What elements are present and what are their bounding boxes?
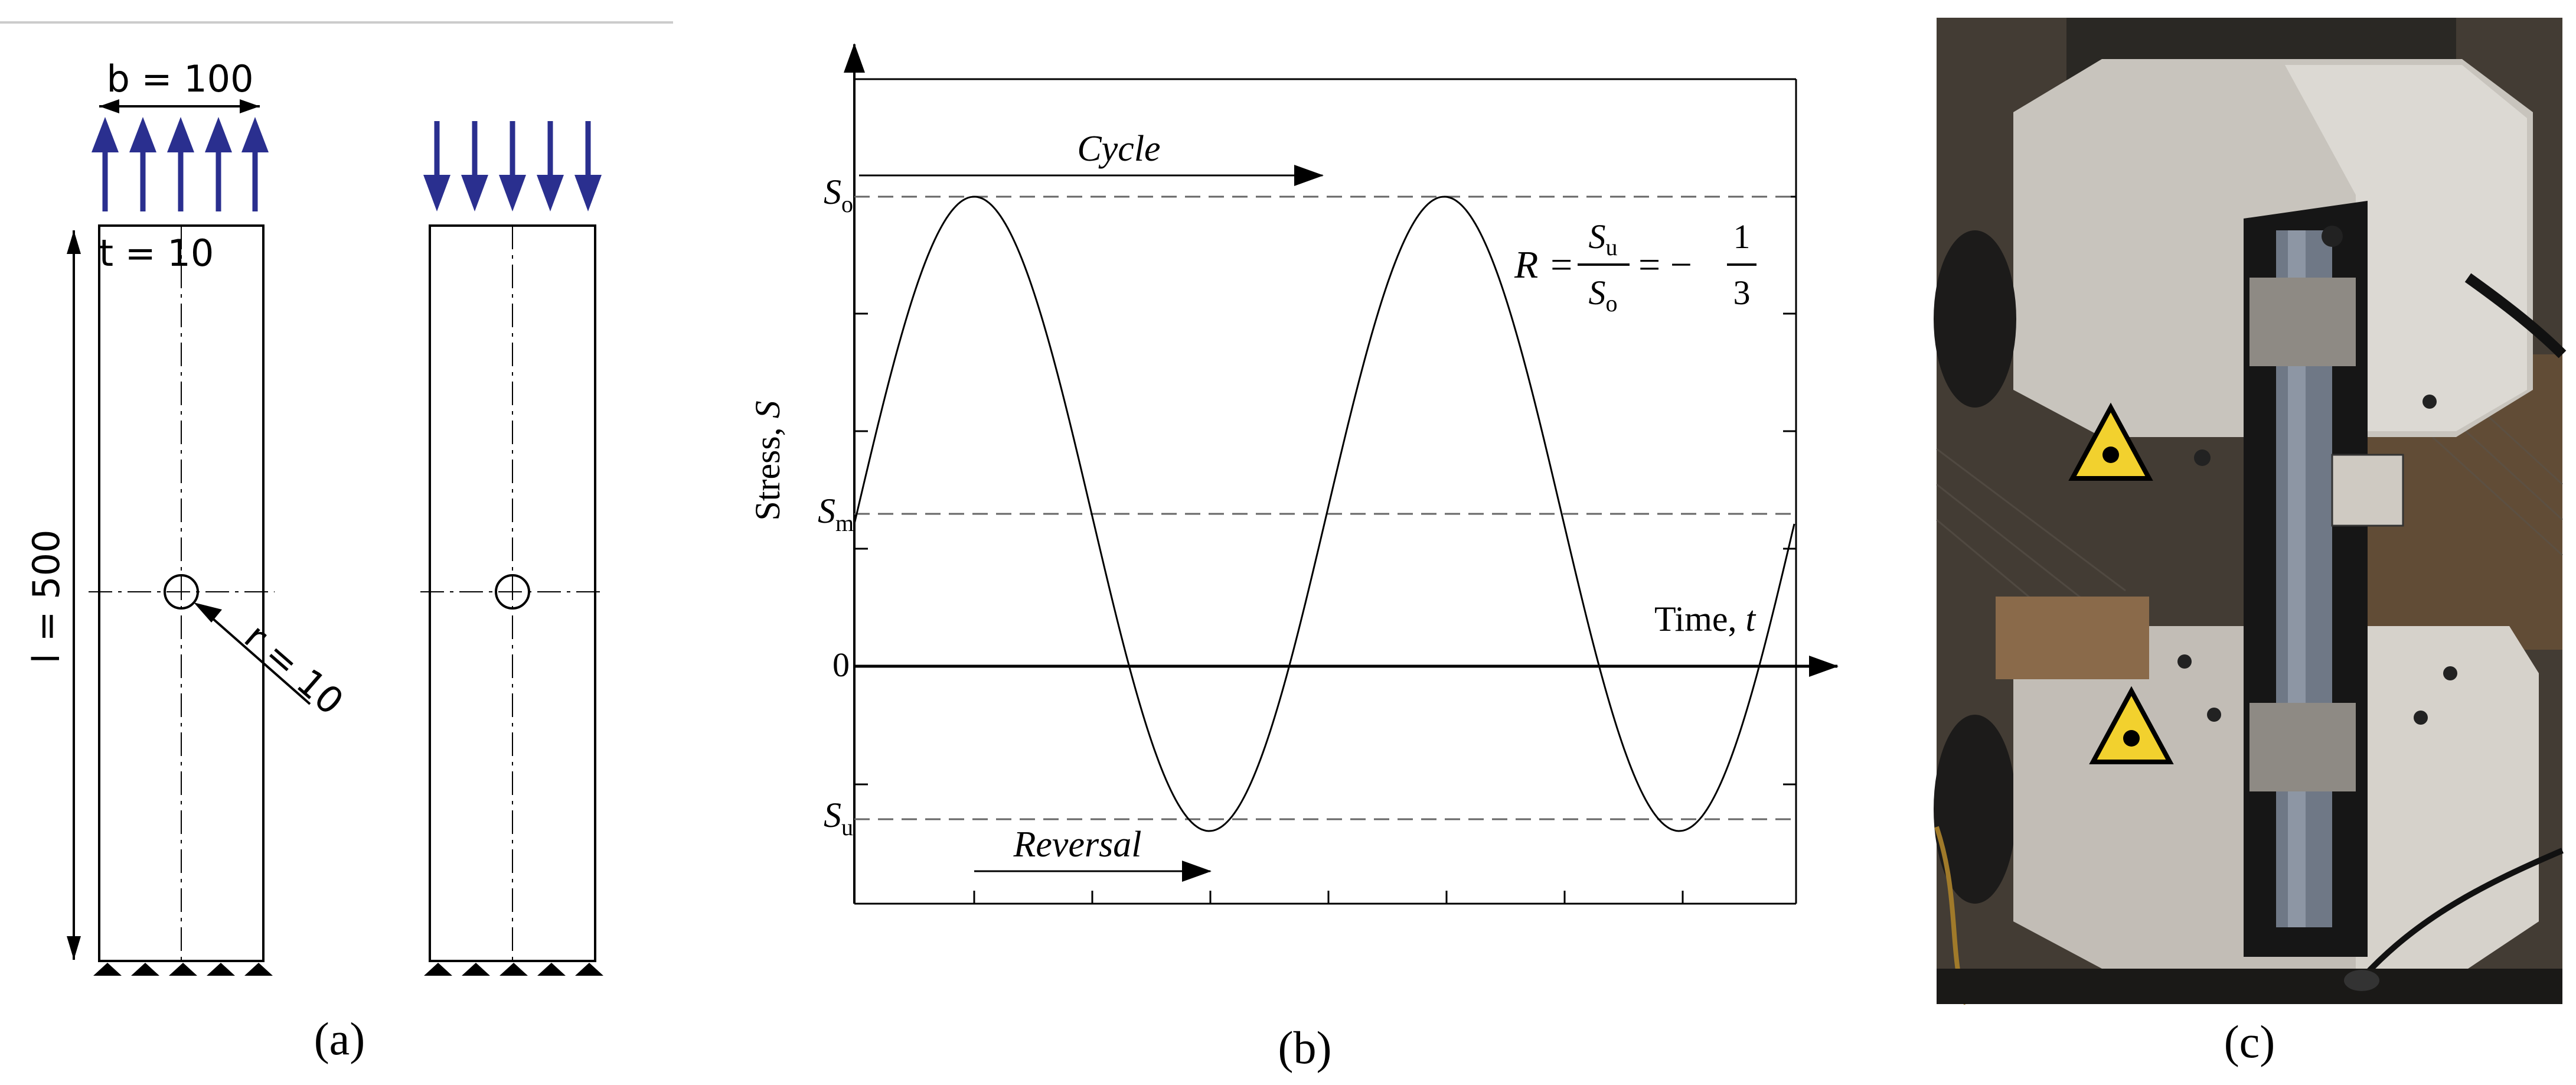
caption-a: (a) <box>314 1013 365 1064</box>
b-dim-arrow-left-icon <box>99 99 119 113</box>
left-actuator-upper <box>1934 230 2016 408</box>
caption-b: (b) <box>1278 1022 1332 1073</box>
floor <box>1937 969 2562 1004</box>
tension-arrows <box>92 117 269 211</box>
r-label: r = 10 <box>236 615 352 724</box>
compression-arrow-icon <box>499 121 526 211</box>
support-triangles-right <box>424 963 603 976</box>
housing-holes <box>2177 226 2457 725</box>
extensometer <box>2331 454 2404 527</box>
compression-arrow-icon <box>537 121 564 211</box>
r-leader-line <box>207 613 311 705</box>
hole <box>164 574 199 610</box>
upper-clamp <box>2249 278 2356 366</box>
reversal-label: Reversal <box>1013 825 1142 865</box>
panel-b: So Sm 0 Su Stress, S Time, t Cycle Rever… <box>748 43 1839 1073</box>
tension-arrow-icon <box>129 117 156 211</box>
l-dim-arrow-top-icon <box>67 230 81 254</box>
tension-arrow-icon <box>241 117 269 211</box>
caption-c: (c) <box>2224 1016 2275 1067</box>
t-label: t = 10 <box>99 232 214 275</box>
tension-arrow-icon <box>92 117 119 211</box>
zero-label: 0 <box>832 646 850 684</box>
su-label: Su <box>824 796 853 840</box>
x-axis-label: Time, t <box>1654 599 1756 638</box>
compression-arrow-icon <box>423 121 450 211</box>
l-label: l = 500 <box>25 530 68 664</box>
support-triangles-left <box>93 963 273 976</box>
stress-curve <box>853 196 1795 832</box>
panel-c: (c) <box>1934 18 2567 1067</box>
cable <box>2348 848 2564 995</box>
svg-text:R =: R = <box>1514 243 1574 286</box>
svg-text:So: So <box>1589 273 1618 317</box>
svg-text:= −: = − <box>1638 243 1692 286</box>
l-dim-arrow-bottom-icon <box>67 936 81 960</box>
x-ticks <box>973 891 1684 904</box>
tension-arrow-icon <box>167 117 194 211</box>
left-actuator-lower <box>1934 715 2016 904</box>
warning-sign-icon <box>2089 686 2174 764</box>
so-label: So <box>824 172 853 217</box>
r-leader-arrow-icon <box>194 602 222 623</box>
cable <box>2464 273 2567 359</box>
lower-clamp <box>2249 703 2356 791</box>
instrument-box <box>1996 597 2149 679</box>
tension-arrow-icon <box>205 117 232 211</box>
cycle-label: Cycle <box>1077 129 1160 169</box>
svg-text:3: 3 <box>1733 273 1751 312</box>
b-dim-arrow-right-icon <box>240 99 260 113</box>
svg-text:1: 1 <box>1733 217 1751 256</box>
hole <box>495 574 530 610</box>
warning-sign-icon <box>2068 402 2153 481</box>
compression-arrows <box>423 121 602 211</box>
sm-label: Sm <box>818 491 854 536</box>
b-label: b = 100 <box>106 57 253 100</box>
panel-a: b = 100 t = 10 r = 10 l <box>0 21 673 1064</box>
compression-arrow-icon <box>574 121 602 211</box>
compression-arrow-icon <box>461 121 488 211</box>
y-axis-label: Stress, S <box>748 400 787 520</box>
svg-text:Su: Su <box>1589 217 1618 260</box>
r-ratio-formula: R = Su So = − 1 3 <box>1514 217 1756 317</box>
